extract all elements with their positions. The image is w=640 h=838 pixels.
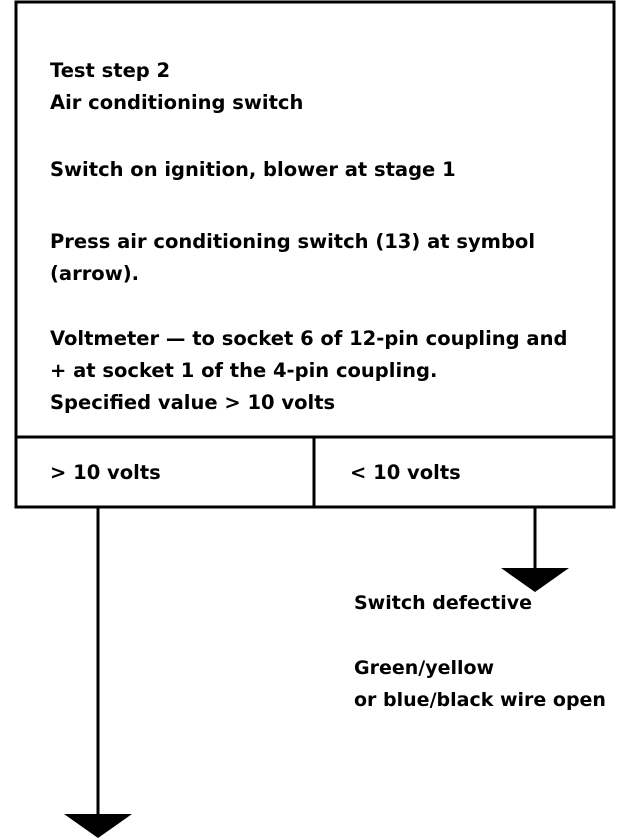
test-step-subtitle: Air conditioning switch — [50, 91, 304, 114]
instruction-voltmeter-line1: Voltmeter — to socket 6 of 12-pin coupli… — [50, 327, 568, 350]
instruction-ignition: Switch on ignition, blower at stage 1 — [50, 158, 456, 181]
instruction-voltmeter-line2: + at socket 1 of the 4-pin coupling. — [50, 359, 438, 382]
outcome-left-label: > 10 volts — [50, 461, 161, 484]
outcome-right-label: < 10 volts — [350, 461, 461, 484]
right-arrow-head — [501, 568, 569, 592]
result-wire-line2: or blue/black wire open — [354, 689, 606, 711]
test-step-title: Test step 2 — [50, 59, 171, 82]
instruction-press-line1: Press air conditioning switch (13) at sy… — [50, 230, 536, 253]
left-arrow-head — [64, 814, 132, 838]
result-wire-line1: Green/yellow — [354, 657, 495, 679]
result-switch-defective: Switch defective — [354, 592, 533, 614]
specified-value: Specified value > 10 volts — [50, 391, 336, 414]
instruction-press-line2: (arrow). — [50, 262, 140, 285]
